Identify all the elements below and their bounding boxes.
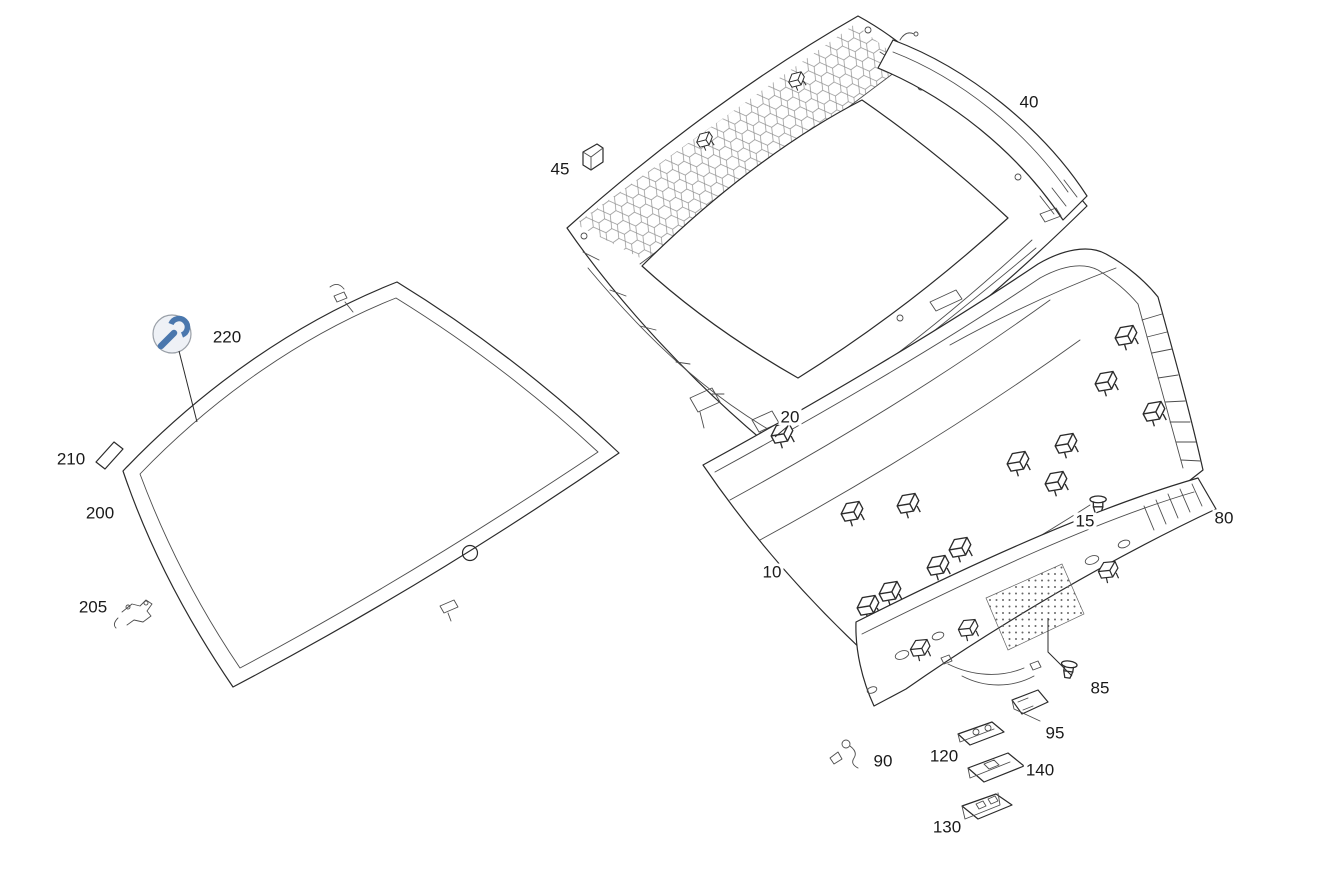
part-label-15[interactable]: 15 [1073,511,1097,531]
switch-95-drawing [1011,689,1049,722]
part-label-220[interactable]: 220 [210,327,244,347]
module-120-drawing [957,721,1005,746]
part-label-140[interactable]: 140 [1023,760,1057,780]
module-140-drawing [967,752,1025,783]
garnish-40-drawing [877,31,1088,223]
strip-210-drawing [95,441,124,470]
leader-lines [178,350,1073,677]
part-label-205[interactable]: 205 [76,597,110,617]
part-label-40[interactable]: 40 [1017,92,1041,112]
plug-85-drawing [1058,659,1079,680]
part-label-80[interactable]: 80 [1212,508,1236,528]
rear-window-glass-drawing [122,281,620,688]
part-label-120[interactable]: 120 [927,746,961,766]
module-130-drawing [961,792,1013,820]
part-label-95[interactable]: 95 [1043,723,1067,743]
part-label-210[interactable]: 210 [54,449,88,469]
part-label-90[interactable]: 90 [871,751,895,771]
part-label-200[interactable]: 200 [83,503,117,523]
wrench-icon [152,314,192,354]
clip-205-drawing [113,599,153,629]
part-label-130[interactable]: 130 [930,817,964,837]
part-label-45[interactable]: 45 [548,159,572,179]
part-label-85[interactable]: 85 [1088,678,1112,698]
trim-panel-80-drawing [855,477,1217,707]
part-label-10[interactable]: 10 [760,562,784,582]
bracket-45-drawing [582,143,604,171]
part-label-20[interactable]: 20 [778,407,802,427]
tailgate-frame-drawing [566,15,1088,447]
wiring-90-drawing [829,739,859,769]
